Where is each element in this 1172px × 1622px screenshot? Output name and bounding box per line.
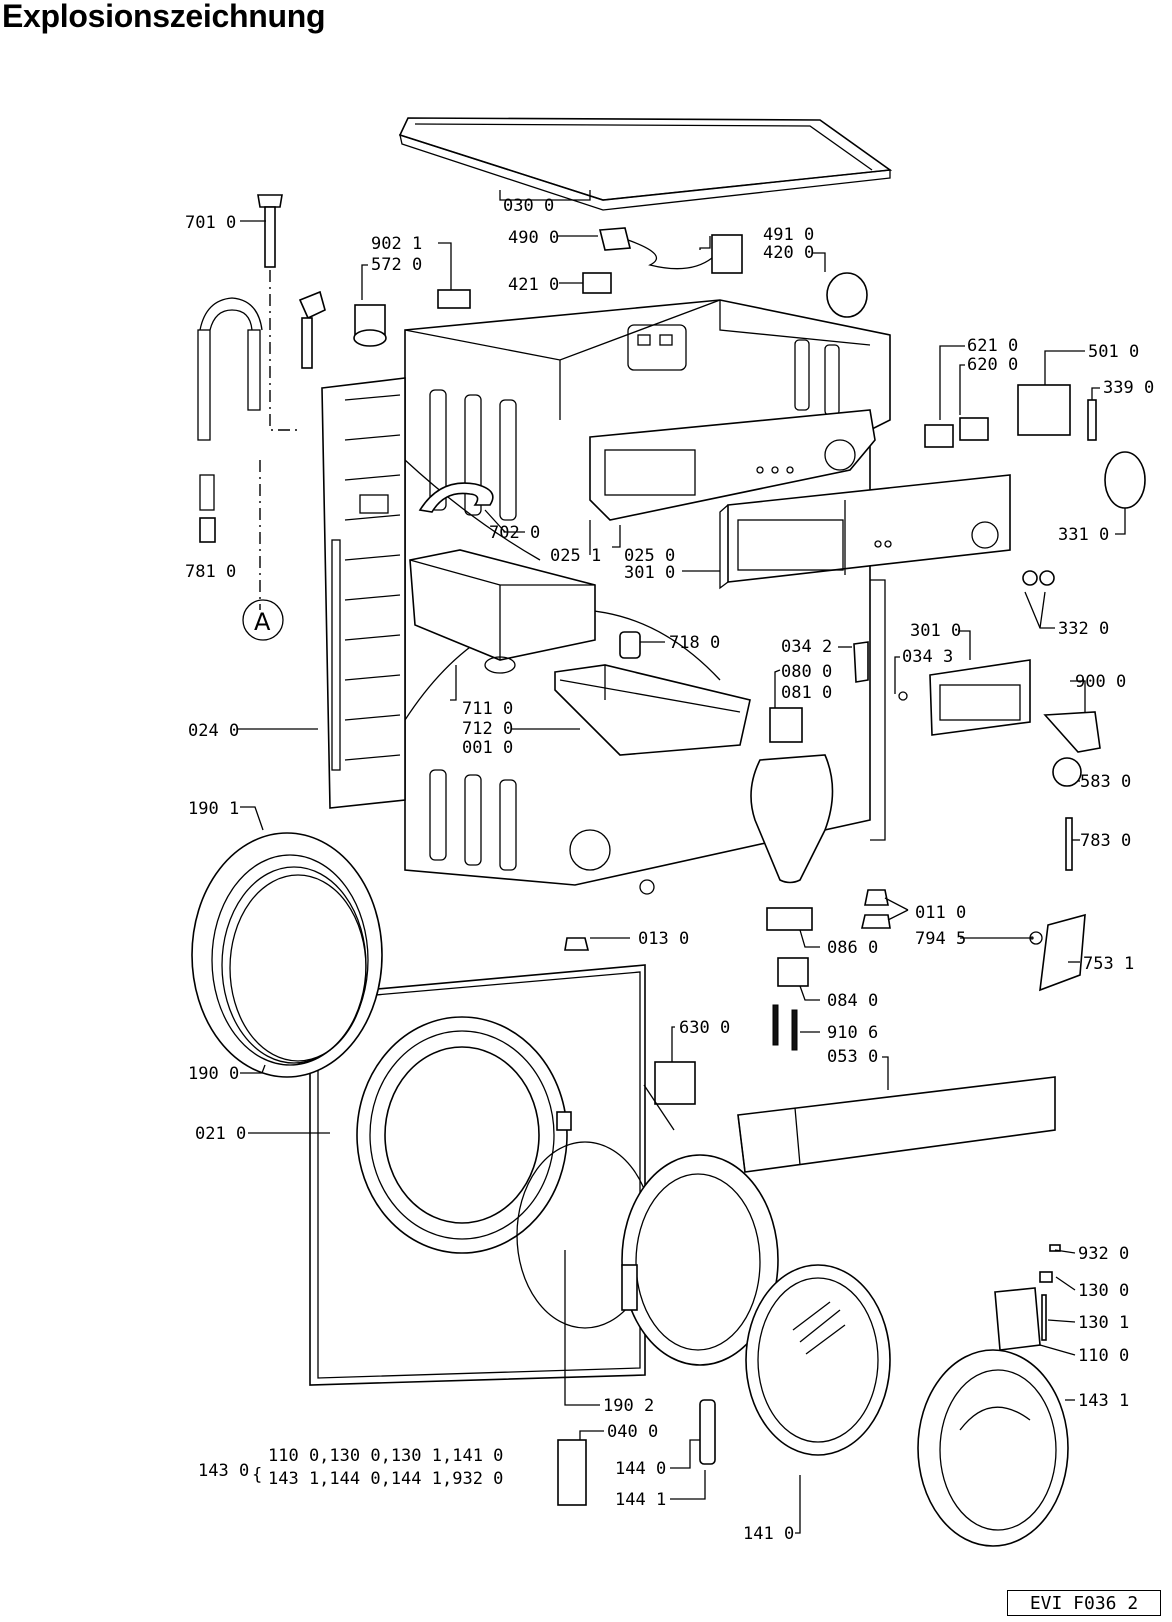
label-902-1: 902 1 (371, 234, 422, 254)
label-783-0: 783 0 (1080, 831, 1131, 851)
label-053-0: 053 0 (827, 1047, 878, 1067)
label-190-1: 190 1 (188, 799, 239, 819)
label-034-2: 034 2 (781, 637, 832, 657)
inlet-valve-part (298, 289, 471, 369)
door-glass-part (745, 1264, 891, 1456)
label-040-0: 040 0 (607, 1422, 658, 1442)
label-711-0: 711 0 (462, 699, 513, 719)
label-030-0: 030 0 (503, 196, 554, 216)
label-932-0: 932 0 (1078, 1244, 1129, 1264)
label-794-5: 794 5 (915, 929, 966, 949)
tub-seal-ring-part (191, 832, 383, 1078)
kit-brace: { (252, 1465, 262, 1485)
label-011-0: 011 0 (915, 903, 966, 923)
front-panel-part (309, 964, 654, 1386)
door-hinge-part (557, 1399, 716, 1506)
label-620-0: 620 0 (967, 355, 1018, 375)
control-fascia-part (719, 474, 1011, 590)
electrical-parts-top (582, 227, 868, 318)
label-190-2: 190 2 (603, 1396, 654, 1416)
hose-dash-line (269, 270, 300, 431)
label-630-0: 630 0 (679, 1018, 730, 1038)
label-021-0: 021 0 (195, 1124, 246, 1144)
top-lid-part (398, 117, 893, 211)
label-490-0: 490 0 (508, 228, 559, 248)
kit-contents-line-2: 143 1,144 0,144 1,932 0 (268, 1469, 503, 1489)
control-frame-part (589, 409, 876, 521)
leader-lines (238, 190, 1126, 1534)
label-013-0: 013 0 (638, 929, 689, 949)
right-side-components (769, 384, 1146, 992)
label-301-0-fascia: 301 0 (624, 563, 675, 583)
kit-contents-line-1: 110 0,130 0,130 1,141 0 (268, 1446, 503, 1466)
label-910-6: 910 6 (827, 1023, 878, 1043)
inlet-hose-part (197, 194, 283, 543)
back-panel-part (321, 377, 406, 809)
label-332-0: 332 0 (1058, 619, 1109, 639)
label-034-3: 034 3 (902, 647, 953, 667)
document-code-box: EVI F036 2 (1007, 1590, 1161, 1616)
kick-plate-part (737, 1076, 1056, 1173)
label-084-0: 084 0 (827, 991, 878, 1011)
label-339-0: 339 0 (1103, 378, 1154, 398)
label-081-0: 081 0 (781, 683, 832, 703)
label-420-0: 420 0 (763, 243, 814, 263)
label-001-0: 001 0 (462, 738, 513, 758)
label-144-0: 144 0 (615, 1459, 666, 1479)
label-130-1: 130 1 (1078, 1313, 1129, 1333)
label-110-0: 110 0 (1078, 1346, 1129, 1366)
label-701-0: 701 0 (185, 213, 236, 233)
label-ref-a: A (254, 608, 271, 636)
seal-080-part (750, 754, 834, 884)
label-086-0: 086 0 (827, 938, 878, 958)
hose-702-part (418, 482, 494, 513)
label-025-0: 025 0 (624, 546, 675, 566)
label-900-0: 900 0 (1075, 672, 1126, 692)
ref-circle-a (242, 599, 284, 641)
label-080-0: 080 0 (781, 662, 832, 682)
label-501-0: 501 0 (1088, 342, 1139, 362)
label-331-0: 331 0 (1058, 525, 1109, 545)
label-130-0: 130 0 (1078, 1281, 1129, 1301)
label-718-0: 718 0 (669, 633, 720, 653)
label-712-0: 712 0 (462, 719, 513, 739)
seal-wire-part (643, 1084, 675, 1131)
label-583-0: 583 0 (1080, 772, 1131, 792)
label-301-0-drawer: 301 0 (910, 621, 961, 641)
label-781-0: 781 0 (185, 562, 236, 582)
label-621-0: 621 0 (967, 336, 1018, 356)
detergent-housing-part (409, 549, 751, 756)
door-inner-ring-part (621, 1154, 779, 1366)
label-190-0: 190 0 (188, 1064, 239, 1084)
label-491-0: 491 0 (763, 225, 814, 245)
label-024-0: 024 0 (188, 721, 239, 741)
label-702-0: 702 0 (489, 523, 540, 543)
door-outer-ring-part (917, 1349, 1069, 1547)
label-141-0: 141 0 (743, 1524, 794, 1544)
door-handle-part (994, 1244, 1061, 1351)
label-025-1: 025 1 (550, 546, 601, 566)
label-143-1: 143 1 (1078, 1391, 1129, 1411)
label-143-0-kit: 143 0 (198, 1461, 249, 1481)
label-144-1: 144 1 (615, 1490, 666, 1510)
small-parts (564, 631, 1034, 1105)
label-421-0: 421 0 (508, 275, 559, 295)
label-753-1: 753 1 (1083, 954, 1134, 974)
label-572-0: 572 0 (371, 255, 422, 275)
page-title: Explosionszeichnung (2, 0, 326, 34)
